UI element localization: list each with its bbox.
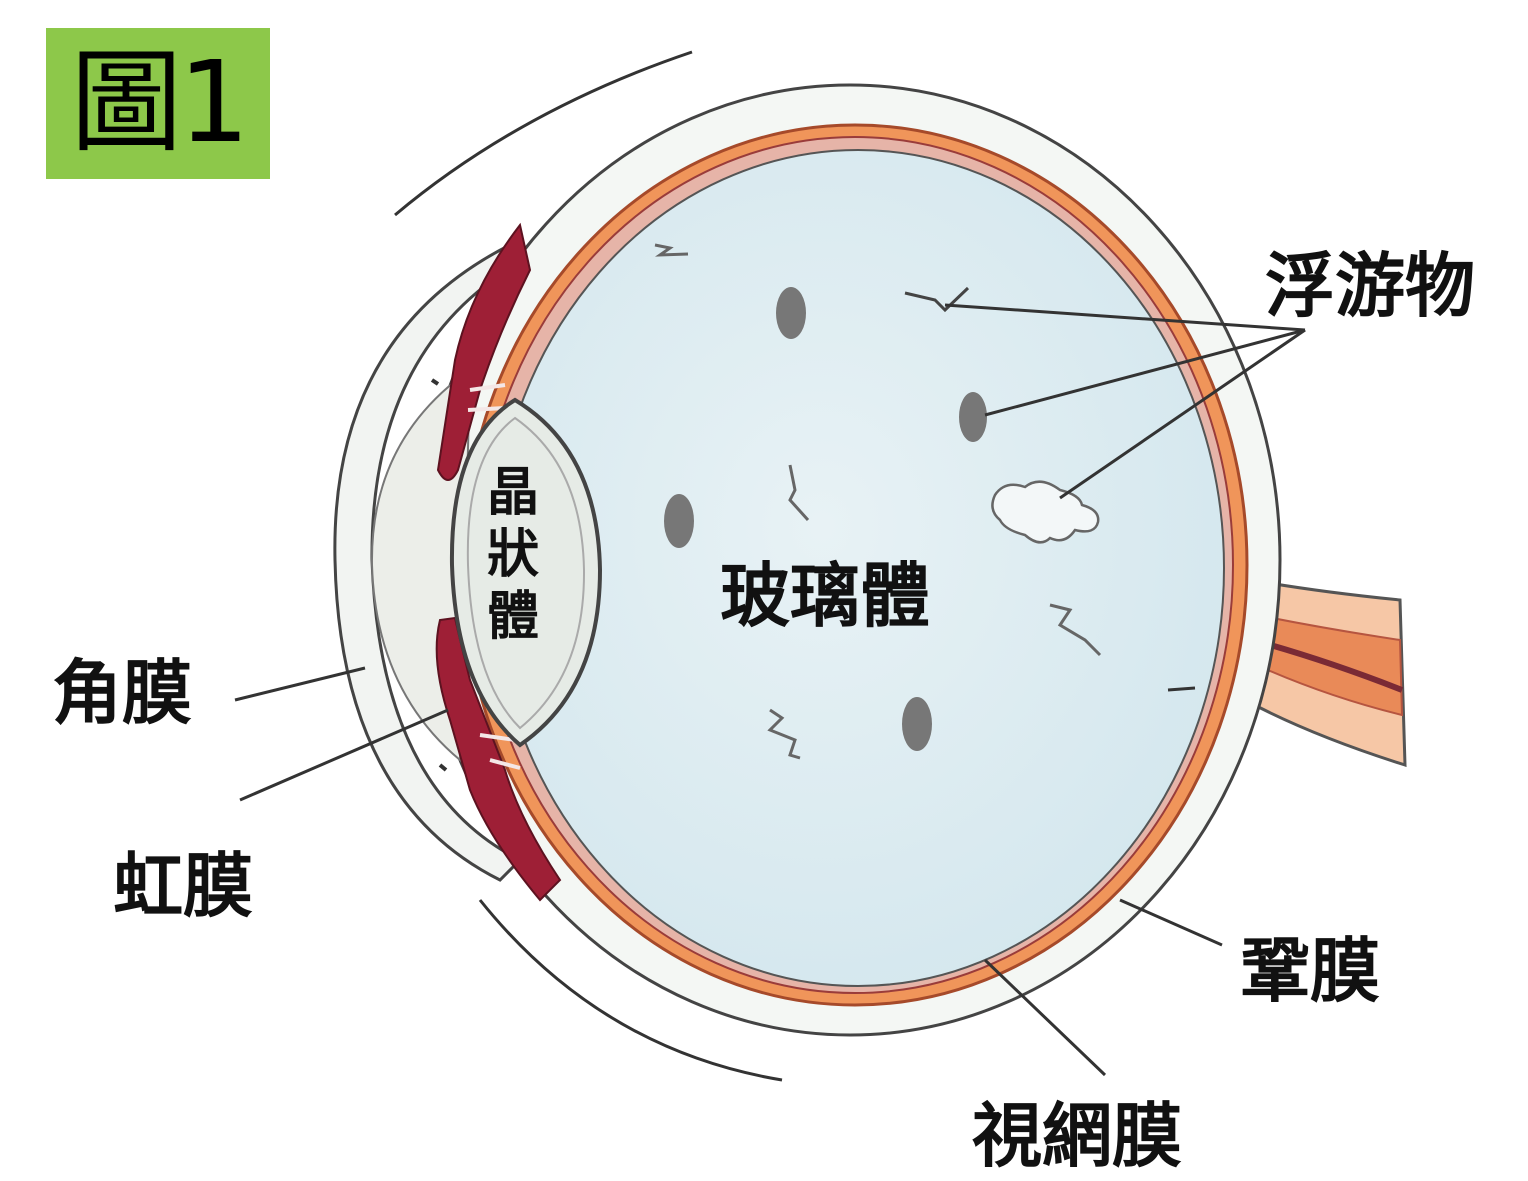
floater-squiggle xyxy=(788,464,810,522)
floater-cloud xyxy=(991,480,1100,544)
iris-lower xyxy=(435,616,562,902)
sclera-label: 鞏膜 xyxy=(1240,930,1380,1012)
floater-dot xyxy=(776,287,806,339)
cornea-label: 角膜 xyxy=(52,652,192,734)
floater-dot xyxy=(664,494,694,548)
leader-floaters-3 xyxy=(1059,328,1306,500)
vitreous-label: 玻璃體 xyxy=(720,555,930,637)
floater-squiggle xyxy=(654,243,689,257)
zonule-upper xyxy=(467,383,506,412)
lower-eyelid-line xyxy=(478,899,783,1082)
leader-cornea xyxy=(234,666,366,702)
sclera-ticks xyxy=(430,378,448,772)
lens-label-char: 晶 xyxy=(486,463,539,523)
leader-floaters-2 xyxy=(984,328,1306,417)
iris-label: 虹膜 xyxy=(113,845,253,927)
lens-label-char: 體 xyxy=(486,587,539,647)
cornea xyxy=(333,237,523,882)
figure-number-label: 圖1 xyxy=(70,38,249,168)
leader-sclera xyxy=(1119,898,1223,947)
retina-label: 視網膜 xyxy=(972,1095,1182,1177)
upper-eyelid-line xyxy=(394,50,693,217)
lens-label: 晶 狀 體 xyxy=(478,462,548,648)
iris-upper xyxy=(436,222,532,481)
leader-iris xyxy=(239,708,449,802)
crystalline-lens-inner xyxy=(466,416,586,730)
lens-label-char: 狀 xyxy=(486,525,539,585)
floater-dot xyxy=(959,392,987,442)
floater-squiggle xyxy=(904,286,970,313)
optic-disc-tick xyxy=(1167,686,1196,692)
floater-squiggle xyxy=(767,708,801,760)
leader-floaters-1 xyxy=(944,303,1306,332)
floaters-label: 浮游物 xyxy=(1265,245,1475,327)
crystalline-lens xyxy=(449,397,603,748)
zonule-lower xyxy=(479,733,521,770)
leader-retina xyxy=(983,958,1107,1077)
floater-squiggle xyxy=(1049,603,1102,657)
floater-dot xyxy=(902,697,932,751)
figure-badge: 圖1 xyxy=(46,28,270,179)
